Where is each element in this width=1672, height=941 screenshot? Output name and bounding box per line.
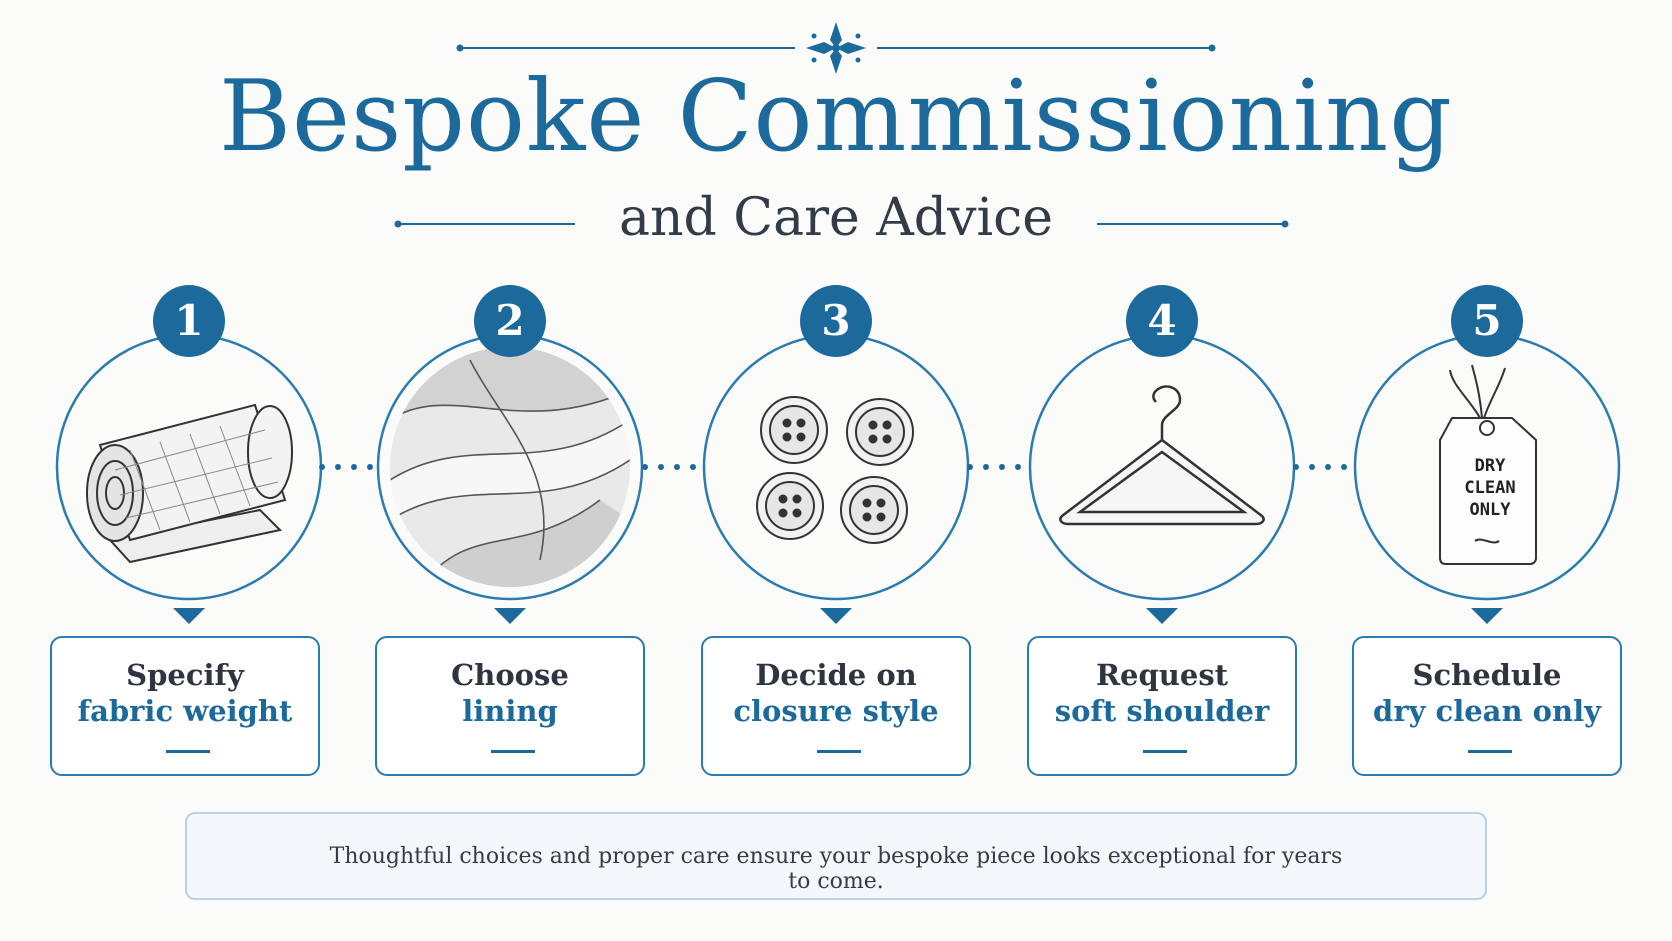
step-card-2: Choose lining [375, 636, 645, 776]
step-action: Schedule [1412, 658, 1562, 692]
fleuron-icon [806, 22, 866, 74]
hanger-icon [1059, 385, 1265, 526]
silk-lining-icon [390, 347, 630, 587]
step-detail: fabric weight [77, 694, 293, 728]
step-detail: dry clean only [1373, 694, 1601, 728]
step-badge-2: 2 [474, 285, 546, 357]
step-underline [817, 750, 861, 753]
step-detail: lining [462, 694, 558, 728]
care-tag-label: DRY CLEAN ONLY [1434, 455, 1546, 521]
care-tag-line-3: ONLY [1469, 500, 1511, 520]
footer-text: Thoughtful choices and proper care ensur… [329, 844, 1343, 894]
step-badge-4: 4 [1126, 285, 1198, 357]
care-tag-icon [1439, 364, 1537, 565]
step-action: Request [1095, 658, 1229, 692]
step-badge-5: 5 [1451, 285, 1523, 357]
page-title: Bespoke Commissioning [219, 60, 1453, 174]
step-card-4: Request soft shoulder [1027, 636, 1297, 776]
step-underline [1468, 750, 1512, 753]
step-action: Specify [126, 658, 244, 692]
footer-banner: Thoughtful choices and proper care ensur… [185, 812, 1487, 900]
fabric-roll-icon [86, 403, 293, 564]
care-tag-line-1: DRY [1474, 456, 1506, 476]
step-detail: soft shoulder [1054, 694, 1270, 728]
care-tag-line-2: CLEAN [1464, 478, 1516, 498]
step-underline [491, 750, 535, 753]
page-subtitle: and Care Advice [618, 188, 1053, 248]
step-card-1: Specify fabric weight [50, 636, 320, 776]
step-detail: closure style [733, 694, 939, 728]
step-badge-3: 3 [800, 285, 872, 357]
step-card-3: Decide on closure style [701, 636, 971, 776]
step-badge-1: 1 [153, 285, 225, 357]
step-action: Decide on [755, 658, 917, 692]
buttons-icon [756, 396, 914, 544]
step-underline [166, 750, 210, 753]
step-card-5: Schedule dry clean only [1352, 636, 1622, 776]
step-underline [1143, 750, 1187, 753]
connector-dots [319, 464, 1347, 470]
step-action: Choose [451, 658, 569, 692]
